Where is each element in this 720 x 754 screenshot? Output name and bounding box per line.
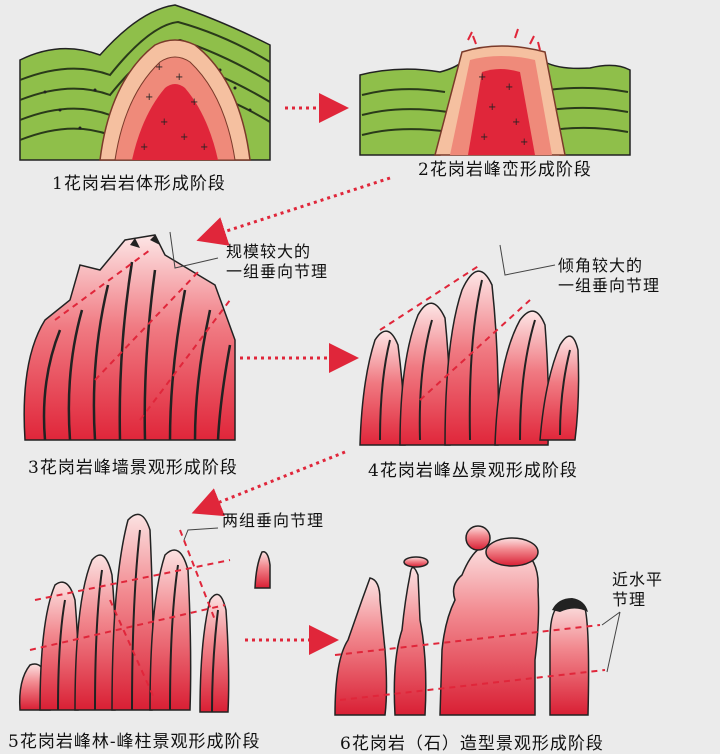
stage2-graphic: ++ ++ ++ [359, 28, 631, 156]
svg-text:+: + [175, 72, 183, 83]
stage1-caption: 1花岗岩岩体形成阶段 [52, 174, 226, 194]
stage2-caption: 2花岗岩峰峦形成阶段 [418, 160, 592, 180]
svg-text:+: + [520, 137, 528, 148]
svg-text:+: + [478, 72, 486, 83]
svg-text:+: + [180, 132, 188, 143]
stage3-caption: 3花岗岩峰墙景观形成阶段 [28, 458, 238, 478]
stage3-graphic [23, 231, 236, 441]
stage3-joint-annotation-line1: 规模较大的 [226, 242, 312, 261]
stage6-boulder-mid [485, 537, 539, 567]
stage5-pillar-7 [254, 551, 271, 589]
svg-text:+: + [140, 142, 148, 153]
stage6-column-4 [549, 601, 590, 716]
stage6-cap-2 [403, 556, 429, 568]
stage6-graphic [334, 525, 621, 716]
stage5-pointer [183, 527, 219, 541]
stage5-joint-lines [29, 529, 231, 701]
stage4-joint-lines [379, 264, 531, 401]
svg-text:+: + [160, 117, 168, 128]
stage3-rock-wall [23, 234, 236, 441]
stage2-granite-core [468, 69, 535, 155]
stage5-pillar-5 [149, 549, 192, 711]
svg-text:+: + [505, 82, 513, 93]
stage4-graphic [359, 244, 580, 446]
stage4-peak-5 [539, 335, 580, 441]
svg-text:+: + [512, 117, 520, 128]
stage6-column-2 [393, 566, 427, 716]
stage5-caption: 5花岗岩峰林-峰柱景观形成阶段 [8, 732, 261, 752]
stage6-joint-lines [334, 624, 606, 701]
stage6-pointer [601, 611, 621, 673]
stage4-joint-annotation-line2: 一组垂向节理 [558, 276, 661, 295]
stage6-joint-annotation-line2: 节理 [612, 590, 647, 609]
stage6-cap-dark [552, 598, 588, 612]
stage3-pointer [169, 231, 219, 269]
stage4-caption: 4花岗岩峰丛景观形成阶段 [368, 461, 578, 481]
stage6-joint-annotation-line1: 近水平 [612, 570, 664, 589]
stage6-caption: 6花岗岩（石）造型景观形成阶段 [340, 734, 604, 754]
stage4-peak-4 [494, 310, 550, 446]
svg-text:+: + [145, 92, 153, 103]
stage6-boulder-top [465, 525, 491, 551]
stage6-stack [439, 543, 540, 716]
stage4-peak-2 [399, 302, 452, 446]
stage2-erosion-marks [467, 28, 541, 51]
stage3-joint-lines [54, 249, 231, 421]
stage1-granite-core [132, 84, 218, 160]
arrow-stage2-to-3 [196, 176, 391, 246]
stage4-pointer [499, 244, 556, 276]
svg-text:+: + [155, 62, 163, 73]
svg-text:+: + [190, 97, 198, 108]
svg-text:+: + [200, 142, 208, 153]
stage4-joint-annotation-line1: 倾角较大的 [558, 256, 644, 275]
svg-text:+: + [488, 102, 496, 113]
stage6-column-1 [334, 577, 388, 716]
svg-text:+: + [480, 132, 488, 143]
arrow-stage4-to-5 [191, 450, 346, 517]
stage3-joint-annotation-line2: 一组垂向节理 [226, 262, 329, 281]
stage5-joint-annotation: 两组垂向节理 [222, 511, 325, 530]
stage5-graphic [18, 513, 271, 713]
stage1-graphic: + + + + + + + + [19, 4, 271, 161]
